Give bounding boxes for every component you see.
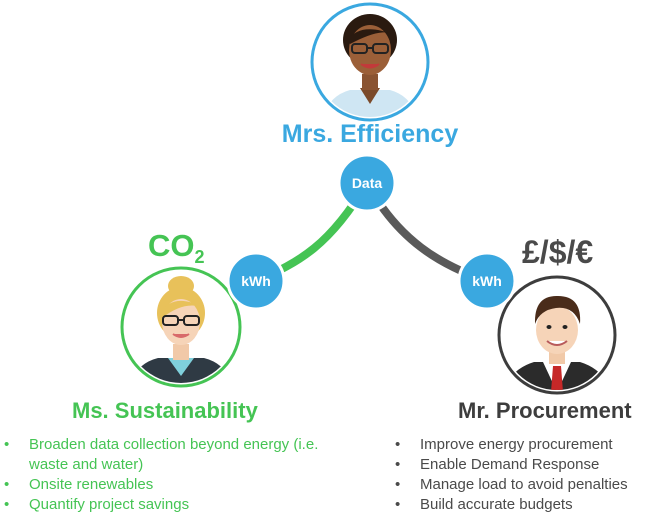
sustainability-title: Ms. Sustainability [72, 398, 258, 423]
procurement-portrait [497, 275, 617, 395]
procurement-title: Mr. Procurement [458, 398, 632, 423]
list-item: Build accurate budgets [393, 495, 658, 515]
kwh-node-left: kWh [226, 251, 286, 311]
sustainability-portrait [120, 266, 242, 388]
sustainability-bullet-list: Broaden data collection beyond energy (i… [2, 435, 342, 515]
procurement-bullet-list: Improve energy procurement Enable Demand… [393, 435, 658, 515]
list-item: Manage load to avoid penalties [393, 475, 658, 495]
co2-subscript: 2 [194, 247, 205, 267]
kwh-node-left-label: kWh [241, 273, 271, 289]
kwh-node-right: kWh [457, 251, 517, 311]
kwh-node-right-label: kWh [472, 273, 502, 289]
efficiency-portrait [310, 2, 430, 122]
efficiency-title: Mrs. Efficiency [281, 120, 459, 148]
co2-label: CO2 [148, 228, 205, 268]
data-node-label: Data [352, 175, 383, 191]
list-item: Quantify project savings [2, 495, 342, 515]
data-node: Data [337, 153, 397, 213]
co2-main: CO [148, 228, 195, 263]
currency-label: £/$/€ [522, 234, 594, 270]
list-item: Onsite renewables [2, 475, 342, 495]
list-item: Improve energy procurement [393, 435, 658, 455]
list-item: Enable Demand Response [393, 455, 658, 475]
list-item: Broaden data collection beyond energy (i… [2, 435, 342, 475]
